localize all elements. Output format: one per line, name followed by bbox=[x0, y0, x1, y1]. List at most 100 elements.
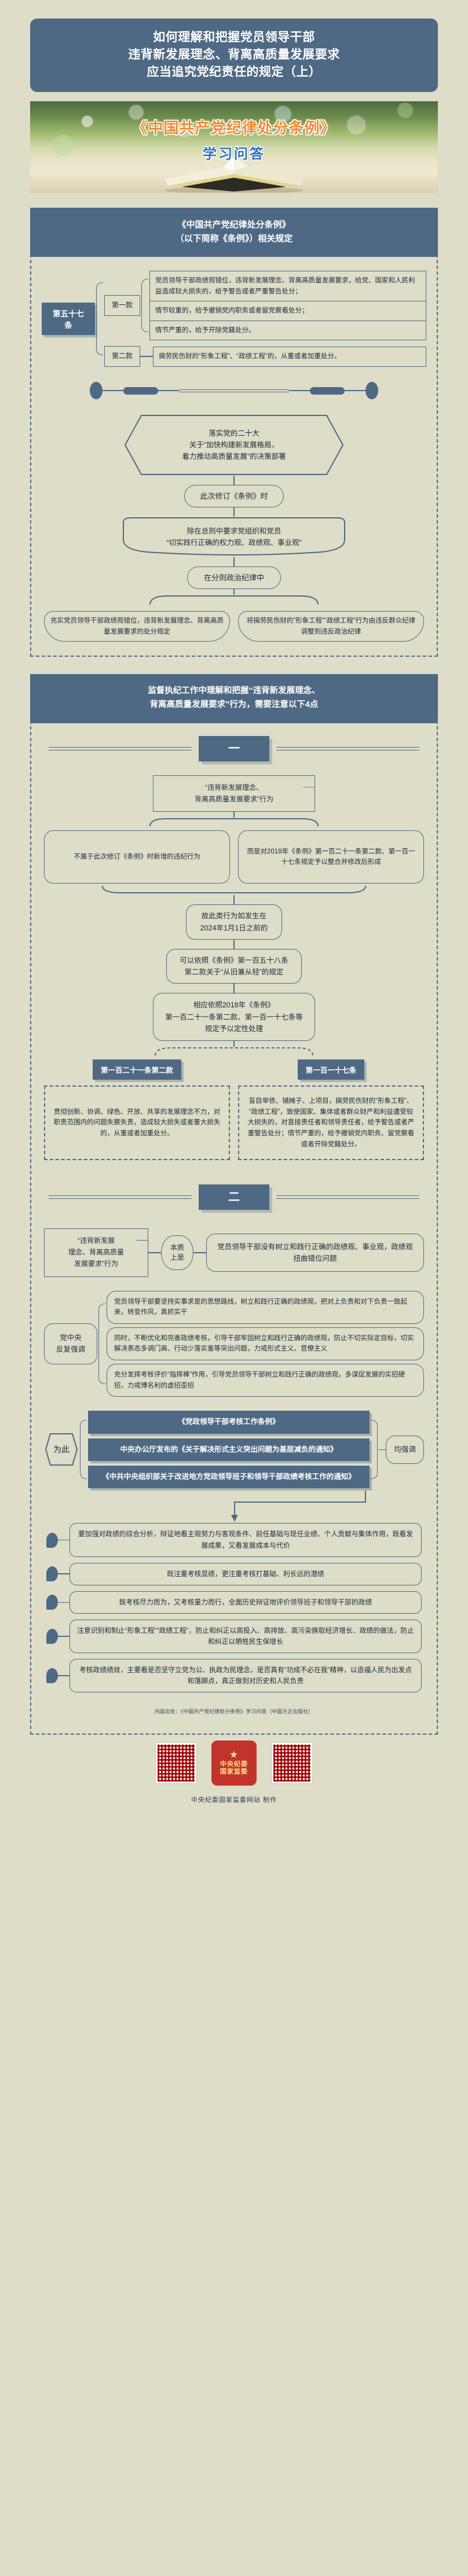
part-one-rule-left bbox=[49, 746, 192, 750]
regulation-section-frame: 《中国共产党纪律处分条例》 （以下简称《条例》）相关规定 第五十七条 第一款 党… bbox=[30, 208, 438, 657]
footer-logos: ★ 中央纪委 国家监委 bbox=[0, 1735, 468, 1788]
regulation-header-line-1: 《中国共产党纪律处分条例》 bbox=[177, 220, 291, 230]
ccdi-emblem-icon: ★ 中央纪委 国家监委 bbox=[211, 1740, 257, 1786]
infographic-page: 如何理解和把握党员领导干部 违背新发展理念、背离高质量发展要求 应当追究党纪责任… bbox=[0, 19, 468, 1818]
hex-line-1: 落实党的二十大 bbox=[209, 429, 259, 438]
flow-connector-3 bbox=[233, 557, 235, 567]
part-two-pill-line-1: 本质 bbox=[170, 1243, 184, 1252]
clause-1-item-1: 党员领导干部政绩观错位，违背新发展理念、背离高质量发展要求，给党、国家和人民利益… bbox=[149, 270, 426, 302]
bullet-list: 要加强对政绩的综合分析，辩证地看主观努力与客观条件、前任基础与现任业绩、个人贡献… bbox=[31, 1523, 437, 1693]
ribbon-link-mid-left bbox=[158, 390, 179, 391]
part-one-branch-right: 而是对2018年《条例》第一百二十一条第二款、第一百一十七条规定予以整合并修改后… bbox=[238, 830, 424, 884]
part-two-note: “违背新发展 理念、背离高质量 发展要求”行为 bbox=[44, 1228, 148, 1277]
document-item-1: 《党政领导干部考核工作条例》 bbox=[88, 1411, 370, 1434]
part-one-article-tags: 第一百二十一条第二款 第一百一十七条 bbox=[31, 1059, 437, 1080]
flow-step-2-wrap: 此次修订《条例》时 bbox=[31, 485, 437, 508]
bullet-text-2: 既注重考核显绩，更注重考核打基础、利长远的潜绩 bbox=[70, 1562, 422, 1585]
part-one-apply-line-1: 可以依照《条例》第一百五十八条 bbox=[180, 956, 288, 965]
clause-1-brace bbox=[140, 271, 149, 341]
practice-banner-line-2: 背离高质量发展要求”行为，需要注意以下4点 bbox=[149, 700, 319, 709]
part-one-apply-line-2: 第二款关于“从旧兼从轻”的规定 bbox=[184, 968, 284, 977]
title-banner: 如何理解和把握党员领导干部 违背新发展理念、背离高质量发展要求 应当追究党纪责任… bbox=[30, 19, 438, 93]
split-brace-icon bbox=[149, 818, 319, 827]
hero-title-sub: 学习问答 bbox=[203, 146, 265, 163]
bullets-arrow bbox=[31, 1489, 437, 1523]
for-this-hex-tag: 为此 bbox=[45, 1433, 78, 1466]
article-117-tag: 第一百一十七条 bbox=[297, 1059, 365, 1080]
ribbon-link-right bbox=[345, 390, 365, 391]
party-central-tag: 党中央 反复强调 bbox=[44, 1323, 97, 1364]
part-one-result-line-1: 相应依照2018年《条例》 bbox=[193, 1001, 275, 1010]
qr-code-left-icon[interactable] bbox=[155, 1742, 197, 1784]
open-book-icon bbox=[164, 154, 304, 193]
hex-line-2: 关于“加快构建新发展格局， bbox=[189, 441, 279, 450]
part-two-connector-right bbox=[193, 1252, 206, 1253]
bullet-text-3: 既考核尽力而为，又考核量力而行，全面历史辩证地评价领导班子和领导干部的政绩 bbox=[70, 1591, 422, 1614]
arrow-down-icon bbox=[231, 1491, 366, 1522]
flow-connector-1 bbox=[233, 476, 235, 485]
part-one-article-texts: 贯彻创新、协调、绿色、开放、共享的发展理念不力，对职责范围内的问题失察失责，造成… bbox=[31, 1085, 437, 1161]
clause-1-item-2: 情节较重的，给予撤销党内职务或者留党察看处分； bbox=[149, 301, 426, 321]
title-line-1: 如何理解和把握党员领导干部 bbox=[153, 31, 315, 44]
credit-line: 中央纪委国家监委网站 制作 bbox=[191, 1796, 277, 1804]
hex-line-3: 着力推动高质量发展”的决策部署 bbox=[182, 452, 286, 461]
party-central-tag-line-1: 党中央 bbox=[60, 1334, 82, 1342]
bullet-line bbox=[58, 1675, 70, 1677]
documents-brace-left bbox=[79, 1411, 88, 1488]
party-central-tag-line-2: 反复强调 bbox=[56, 1345, 85, 1354]
part-one-connector-2 bbox=[233, 895, 235, 905]
emblem-line-2: 国家监委 bbox=[220, 1768, 248, 1776]
part-one-note: “违背新发展理念、 背离高质量发展要求”行为 bbox=[153, 775, 315, 812]
part-one-connector-3 bbox=[233, 939, 235, 949]
ribbon-tail-right bbox=[310, 387, 345, 395]
ribbon-tail-left bbox=[123, 387, 158, 395]
article-117-text: 盲目举债、铺摊子、上项目，搞劳民伤财的“形象工程”、“政绩工程”，致使国家、集体… bbox=[238, 1085, 424, 1161]
list-item: 考核政绩绩效，主要看是否坚守立党为公、执政为民理念，是否真有“功成不必在我”精神… bbox=[31, 1659, 437, 1693]
part-one-rule-right bbox=[276, 746, 419, 750]
part-one-number-row: 一 bbox=[31, 723, 437, 766]
practice-banner-line-1: 监督执纪工作中理解和把握“违背新发展理念、 bbox=[148, 686, 320, 696]
clause-2-item-1: 搞劳民伤财的“形象工程”、“政绩工程”的，从重或者加重处分。 bbox=[153, 346, 426, 367]
emphasis-item-2: 同时，不断优化和完善政绩考核，引导干部牢固树立和践行正确的政绩观，防止不切实际定… bbox=[107, 1327, 424, 1361]
hero-title-main: 《中国共产党纪律处分条例》 bbox=[132, 119, 336, 137]
document-item-2: 中央办公厅发布的《关于解决形式主义突出问题为基层减负的通知》 bbox=[88, 1438, 370, 1462]
qr-code-right-icon[interactable] bbox=[271, 1742, 313, 1784]
banner-shape-icon bbox=[123, 517, 345, 556]
bullet-text-5: 考核政绩绩效，主要看是否坚守立党为公、执政为民理念，是否真有“功成不必在我”精神… bbox=[70, 1659, 422, 1693]
flow-hexagon-text: 落实党的二十大 关于“加快构建新发展格局， 着力推动高质量发展”的决策部署 bbox=[124, 414, 344, 476]
part-one-connector-1 bbox=[233, 812, 235, 818]
flow-connector-2 bbox=[233, 507, 235, 517]
part-one-connector-4 bbox=[233, 984, 235, 993]
article-121-2-text: 贯彻创新、协调、绿色、开放、共享的发展理念不力，对职责范围内的问题失察失责，造成… bbox=[44, 1085, 230, 1161]
flow-hexagon: 落实党的二十大 关于“加快构建新发展格局， 着力推动高质量发展”的决策部署 bbox=[124, 414, 344, 476]
part-two-essence-pill: 本质 上是 bbox=[161, 1235, 193, 1271]
flow-leaf-row: 充实党员领导干部政绩观错位，违背新发展理念、背离高质量发展要求的处分规定 将搞劳… bbox=[31, 611, 437, 642]
flow-step-2: 此次修订《条例》时 bbox=[184, 485, 284, 508]
emphasis-item-3: 充分发挥考核评价“指挥棒”作用，引导党员领导干部树立和践行正确的政绩观，多谋促发… bbox=[107, 1364, 424, 1397]
flow-split-brace bbox=[31, 595, 437, 605]
part-one-apply-wrap: 可以依照《条例》第一百五十八条 第二款关于“从旧兼从轻”的规定 bbox=[31, 948, 437, 984]
list-item: 要加强对政绩的综合分析，辩证地看主观努力与客观条件、前任基础与现任业绩、个人贡献… bbox=[31, 1523, 437, 1557]
bullet-line bbox=[58, 1573, 70, 1575]
bullet-text-4: 注意识别和制止“形象工程”“政绩工程”，防止和纠正以高投入、高排放、高污染换取经… bbox=[70, 1619, 422, 1654]
part-two-rule-right bbox=[276, 1195, 419, 1199]
article-brace bbox=[95, 271, 104, 367]
ribbon-link-mid-right bbox=[289, 390, 310, 391]
part-one-branch-left: 不属于此次修订《条例》时新增的违纪行为 bbox=[44, 830, 230, 884]
flow-step-3: 除在总则中要求党组织和党员 “切实践行正确的权力观、政绩观、事业观” bbox=[115, 517, 353, 557]
regulation-section-header: 《中国共产党纪律处分条例》 （以下简称《条例》）相关规定 bbox=[30, 208, 438, 257]
part-one-note-wrap: “违背新发展理念、 背离高质量发展要求”行为 bbox=[31, 775, 437, 812]
document-item-3: 《中共中央组织部关于改进地方党政领导班子和领导干部政绩考核工作的通知》 bbox=[88, 1466, 370, 1489]
practice-section-banner: 监督执纪工作中理解和把握“违背新发展理念、 背离高质量发展要求”行为，需要注意以… bbox=[30, 674, 438, 723]
part-two-rule-left bbox=[49, 1195, 192, 1199]
article-57-diagram: 第五十七条 第一款 党员领导干部政绩观错位，违背新发展理念、背离高质量发展要求，… bbox=[31, 270, 437, 367]
party-central-brace bbox=[97, 1291, 107, 1397]
flow-leaf-left: 充实党员领导干部政绩观错位，违背新发展理念、背离高质量发展要求的处分规定 bbox=[44, 611, 230, 642]
flow-step-3-line-2: “切实践行正确的权力观、政绩观、事业观” bbox=[166, 539, 302, 547]
part-two-pill-line-2: 上是 bbox=[170, 1253, 184, 1261]
bullet-text-1: 要加强对政绩的综合分析，辩证地看主观努力与客观条件、前任基础与现任业绩、个人贡献… bbox=[70, 1523, 422, 1557]
part-one-date-line-1: 故此类行为如发生在 bbox=[201, 912, 267, 921]
bullet-line bbox=[58, 1636, 70, 1637]
article-121-2-tag: 第一百二十一条第二款 bbox=[92, 1059, 181, 1080]
documents-brace-right bbox=[370, 1411, 379, 1488]
